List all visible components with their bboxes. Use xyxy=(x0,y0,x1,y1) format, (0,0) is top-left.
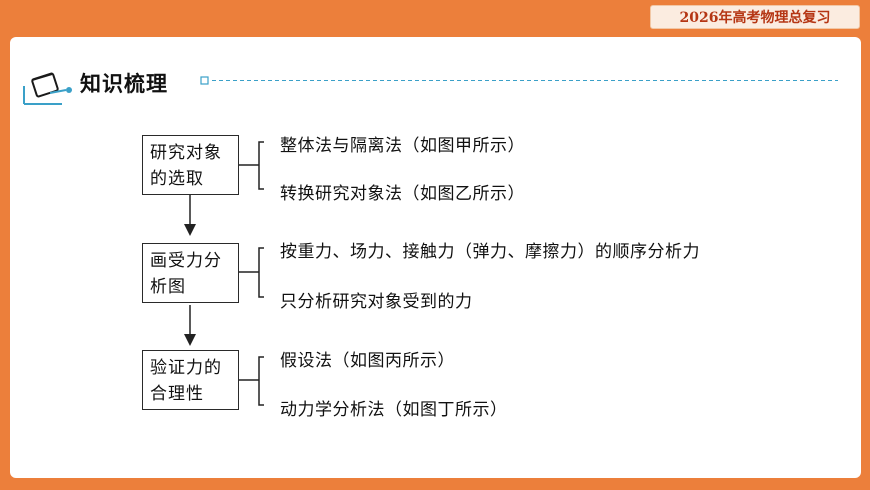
bracket-2 xyxy=(239,247,264,298)
flow-box-object-selection: 研究对象 的选取 xyxy=(142,135,239,195)
flow-box-verify-forces: 验证力的 合理性 xyxy=(142,350,239,410)
bracket-1 xyxy=(239,141,264,190)
branch-text: 转换研究对象法（如图乙所示） xyxy=(280,184,525,204)
box-line: 画受力分 xyxy=(150,251,222,271)
branch-text: 整体法与隔离法（如图甲所示） xyxy=(280,136,525,156)
branch-text: 按重力、场力、接触力（弹力、摩擦力）的顺序分析力 xyxy=(280,242,700,262)
box-line: 合理性 xyxy=(150,384,204,404)
branch-text: 假设法（如图丙所示） xyxy=(280,351,455,371)
course-badge: 2026年高考物理总复习 xyxy=(650,5,860,29)
bracket-3 xyxy=(239,356,264,406)
box-line: 验证力的 xyxy=(150,358,222,378)
branch-text: 只分析研究对象受到的力 xyxy=(280,292,473,312)
branch-text: 动力学分析法（如图丁所示） xyxy=(280,400,508,420)
box-line: 研究对象 xyxy=(150,143,222,163)
box-line: 的选取 xyxy=(150,169,204,189)
flow-connectors xyxy=(184,141,264,406)
section-title: 知识梳理 xyxy=(80,72,168,96)
section-divider xyxy=(200,76,838,85)
notebook-icon xyxy=(23,72,72,105)
content-panel: 知识梳理 研究对象 的选取 画受力分 析图 验证力的 合理性 整体法与隔离法（如… xyxy=(10,37,861,478)
flow-box-force-diagram: 画受力分 析图 xyxy=(142,243,239,303)
box-line: 析图 xyxy=(150,277,186,297)
